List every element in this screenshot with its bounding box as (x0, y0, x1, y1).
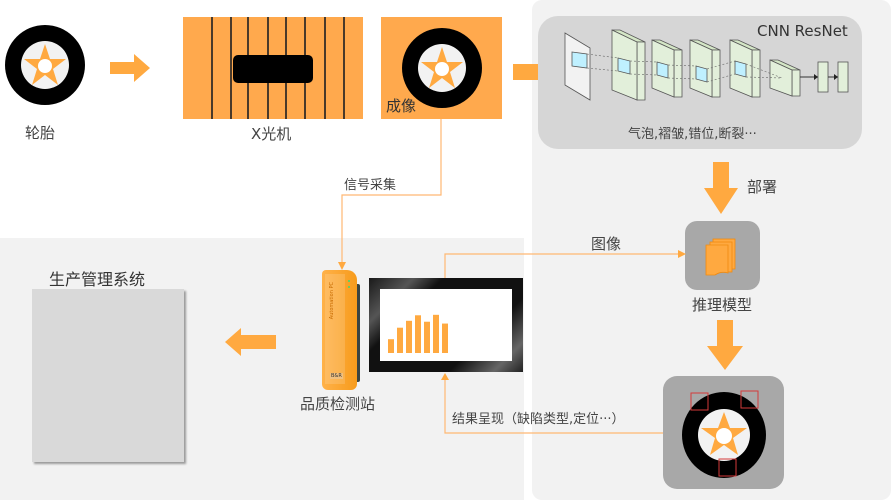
arrow-left-icon (225, 328, 276, 356)
model-files-icon (705, 238, 736, 276)
result-label: 结果呈现（缺陷类型,定位···） (452, 412, 625, 427)
station-device-text: Automation PC (329, 282, 335, 320)
inference-model-box (685, 221, 760, 290)
monitor-bar (406, 320, 412, 353)
industrial-pc-icon: Automation PC B&R (322, 270, 357, 390)
station-brand: B&R (330, 373, 343, 379)
cnn-architecture-icon (564, 29, 849, 101)
tire-image-icon: 成像 (381, 17, 502, 119)
tire-icon (5, 25, 85, 105)
monitor-bar (442, 323, 448, 353)
cnn-title: CNN ResNet (757, 22, 848, 40)
tire-defect-result-icon (682, 390, 766, 478)
result-image-box (663, 376, 784, 489)
monitor-bar (424, 321, 430, 353)
signal-label: 信号采集 (344, 178, 397, 193)
image-label: 图像 (591, 235, 622, 253)
monitor-bar (397, 327, 403, 353)
tire-label: 轮胎 (25, 124, 56, 142)
xray-machine-icon (183, 17, 363, 119)
deploy-label: 部署 (747, 178, 778, 196)
inference-label: 推理模型 (692, 296, 753, 314)
production-management-system-box (32, 289, 184, 462)
cnn-defect-types: 气泡,褶皱,错位,断裂··· (628, 127, 757, 142)
monitor-screen (380, 289, 512, 361)
monitor-chart-icon (369, 278, 523, 372)
station-label: 品质检测站 (300, 395, 376, 413)
xray-label: X光机 (251, 125, 292, 143)
pms-label: 生产管理系统 (49, 270, 146, 289)
monitor-bar (415, 315, 421, 353)
arrow-right-icon (110, 54, 150, 82)
imaging-label: 成像 (386, 97, 417, 115)
arrow-down-icon (707, 320, 743, 370)
arrow-down-icon (704, 162, 738, 214)
monitor-bar (388, 339, 394, 353)
monitor-bar (433, 314, 439, 353)
